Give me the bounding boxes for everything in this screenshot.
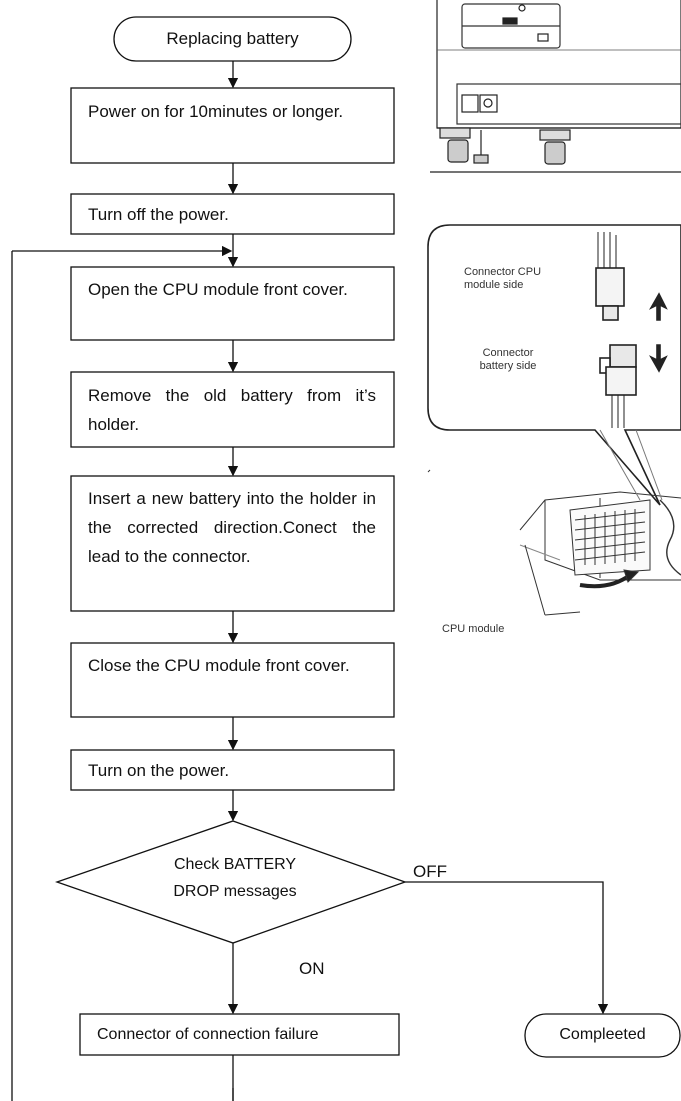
off-label: OFF <box>413 862 447 881</box>
start-label: Replacing battery <box>166 29 299 48</box>
step-power-on-box <box>70 87 395 164</box>
cabinet-illustration <box>430 0 681 173</box>
off-path-line <box>405 881 609 1015</box>
connector-callout <box>427 224 681 506</box>
decision-text-line-1: Check BATTERY <box>173 856 297 873</box>
connector-battery-label: Connector battery side <box>462 347 554 373</box>
step-turn-on-text: Turn on the power. <box>88 761 230 780</box>
step-remove-battery-box <box>70 371 395 448</box>
failure-text: Connector of connection failure <box>97 1026 319 1043</box>
cpu-module-illustration <box>427 429 681 616</box>
step-turn-off-text: Turn off the power. <box>88 205 229 224</box>
decision-text-line-2: DROP messages <box>173 883 297 900</box>
step-insert-battery-text: Insert a new battery into the holder in … <box>88 489 376 566</box>
step-power-on-text: Power on for 10minutes or longer. <box>88 102 344 121</box>
failure-box <box>79 1013 400 1056</box>
step-open-cover-text: Open the CPU module front cover. <box>88 280 348 299</box>
end-terminator <box>524 1013 681 1058</box>
connector-cpu-label-line-1: Connector CPU <box>464 266 542 278</box>
cpu-module-label: CPU module <box>442 623 505 635</box>
connector-cpu-label: Connector CPU module side <box>464 266 541 292</box>
step-close-cover-text: Close the CPU module front cover. <box>88 656 350 675</box>
on-label: ON <box>299 959 325 978</box>
step-remove-battery-text: Remove the old battery from it’s holder. <box>88 386 376 434</box>
connector-cpu-label-line-2: module side <box>464 279 524 291</box>
end-label: Compleeted <box>559 1026 646 1043</box>
step-insert-battery-box <box>70 475 395 612</box>
step-turn-on-box <box>70 749 395 791</box>
connector-battery-label-line-1: Connector <box>482 347 534 359</box>
connector-battery-label-line-2: battery side <box>479 360 537 372</box>
